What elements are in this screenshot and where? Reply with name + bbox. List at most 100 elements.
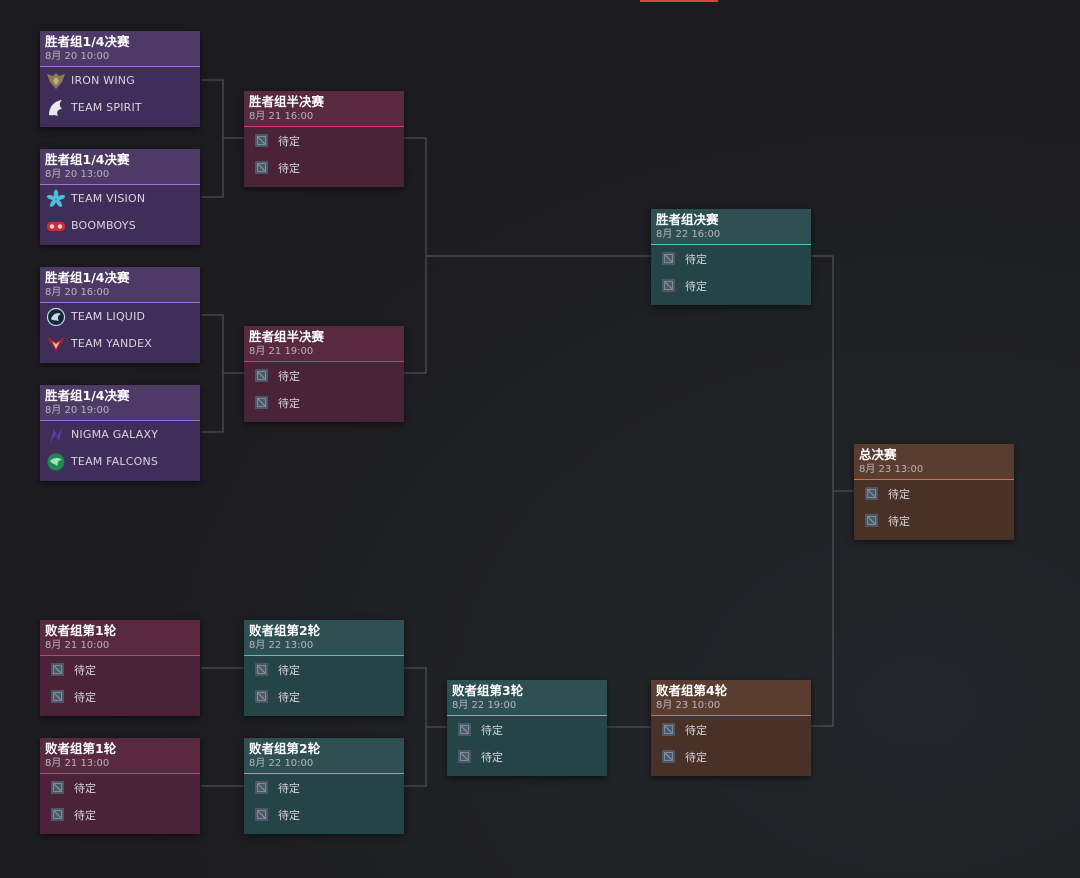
team-name: 待定: [278, 161, 300, 175]
team-slot[interactable]: TEAM YANDEX: [40, 330, 200, 357]
team-slot[interactable]: 待定: [244, 389, 404, 416]
team-name: 待定: [278, 781, 300, 795]
team-liquid-logo-icon: [46, 307, 66, 327]
team-name: 待定: [278, 396, 300, 410]
match-winners-final[interactable]: 胜者组决赛 8月 22 16:00 待定 待定: [651, 209, 811, 305]
team-slot[interactable]: 待定: [40, 774, 200, 801]
tbd-placeholder-icon: [51, 690, 64, 703]
match-title: 胜者组1/4决赛: [45, 152, 130, 167]
tbd-placeholder-icon: [865, 487, 878, 500]
match-time: 8月 23 13:00: [859, 464, 924, 475]
team-name: 待定: [685, 723, 707, 737]
tbd-placeholder-icon: [51, 808, 64, 821]
team-slot[interactable]: 待定: [651, 272, 811, 299]
tbd-placeholder-icon: [662, 252, 675, 265]
match-header: 胜者组1/4决赛 8月 20 16:00: [40, 267, 200, 303]
team-slot[interactable]: 待定: [854, 507, 1014, 534]
top-accent-bar: [640, 0, 718, 2]
team-slot[interactable]: 待定: [40, 656, 200, 683]
team-slot[interactable]: TEAM FALCONS: [40, 448, 200, 475]
team-slot[interactable]: TEAM SPIRIT: [40, 94, 200, 121]
team-slot[interactable]: 待定: [40, 801, 200, 828]
match-header: 总决赛 8月 23 13:00: [854, 444, 1014, 480]
match-title: 败者组第2轮: [249, 741, 321, 756]
team-name: TEAM YANDEX: [71, 337, 152, 350]
team-name: 待定: [481, 723, 503, 737]
team-slot[interactable]: 待定: [244, 127, 404, 154]
match-header: 胜者组1/4决赛 8月 20 13:00: [40, 149, 200, 185]
match-winners-sf-1[interactable]: 胜者组半决赛 8月 21 16:00 待定 待定: [244, 91, 404, 187]
team-name: 待定: [685, 750, 707, 764]
match-winners-qf-1[interactable]: 胜者组1/4决赛 8月 20 10:00 IRON WING TEAM SPIR…: [40, 31, 200, 127]
match-title: 败者组第4轮: [656, 683, 728, 698]
match-time: 8月 22 10:00: [249, 758, 314, 769]
match-header: 败者组第1轮 8月 21 10:00: [40, 620, 200, 656]
team-name: NIGMA GALAXY: [71, 428, 159, 441]
match-title: 败者组第2轮: [249, 623, 321, 638]
team-slot[interactable]: 待定: [244, 774, 404, 801]
match-time: 8月 20 16:00: [45, 287, 110, 298]
team-slot[interactable]: 待定: [244, 683, 404, 710]
match-winners-qf-4[interactable]: 胜者组1/4决赛 8月 20 19:00 NIGMA GALAXY TEAM F…: [40, 385, 200, 481]
connector-lr2-lr3: [404, 667, 447, 787]
connector-wqf3-wsf2: [201, 314, 244, 433]
match-winners-qf-3[interactable]: 胜者组1/4决赛 8月 20 16:00 TEAM LIQUID TEAM YA…: [40, 267, 200, 363]
team-name: BOOMBOYS: [71, 219, 136, 232]
match-title: 胜者组半决赛: [249, 94, 325, 109]
team-name: 待定: [278, 690, 300, 704]
tbd-placeholder-icon: [458, 723, 471, 736]
team-slot[interactable]: 待定: [244, 801, 404, 828]
team-name: 待定: [74, 808, 96, 822]
match-time: 8月 23 10:00: [656, 700, 721, 711]
team-name: 待定: [481, 750, 503, 764]
team-slot[interactable]: 待定: [651, 245, 811, 272]
team-slot[interactable]: 待定: [447, 716, 607, 743]
team-slot[interactable]: NIGMA GALAXY: [40, 421, 200, 448]
tbd-placeholder-icon: [255, 134, 268, 147]
team-name: 待定: [278, 663, 300, 677]
team-slot[interactable]: 待定: [244, 656, 404, 683]
tbd-placeholder-icon: [51, 663, 64, 676]
team-vision-logo-icon: [46, 189, 66, 209]
team-name: TEAM VISION: [71, 192, 146, 205]
match-time: 8月 20 10:00: [45, 51, 110, 62]
tbd-placeholder-icon: [662, 279, 675, 292]
match-title: 胜者组1/4决赛: [45, 388, 130, 403]
match-losers-r3[interactable]: 败者组第3轮 8月 22 19:00 待定 待定: [447, 680, 607, 776]
match-losers-r2-b[interactable]: 败者组第2轮 8月 22 10:00 待定 待定: [244, 738, 404, 834]
match-losers-r1-a[interactable]: 败者组第1轮 8月 21 10:00 待定 待定: [40, 620, 200, 716]
team-slot[interactable]: 待定: [447, 743, 607, 770]
match-header: 胜者组1/4决赛 8月 20 19:00: [40, 385, 200, 421]
match-title: 败者组第1轮: [45, 623, 117, 638]
match-header: 胜者组决赛 8月 22 16:00: [651, 209, 811, 245]
team-slot[interactable]: TEAM VISION: [40, 185, 200, 212]
match-time: 8月 20 13:00: [45, 169, 110, 180]
team-slot[interactable]: 待定: [244, 154, 404, 181]
match-winners-qf-2[interactable]: 胜者组1/4决赛 8月 20 13:00 TEAM VISION BOOMBOY…: [40, 149, 200, 245]
match-losers-r2-a[interactable]: 败者组第2轮 8月 22 13:00 待定 待定: [244, 620, 404, 716]
team-slot[interactable]: 待定: [651, 716, 811, 743]
team-slot[interactable]: 待定: [244, 362, 404, 389]
nigma-galaxy-logo-icon: [46, 425, 66, 445]
iron-wing-logo-icon: [46, 71, 66, 91]
team-slot[interactable]: 待定: [40, 683, 200, 710]
match-losers-r4[interactable]: 败者组第4轮 8月 23 10:00 待定 待定: [651, 680, 811, 776]
match-header: 败者组第4轮 8月 23 10:00: [651, 680, 811, 716]
match-grand-final[interactable]: 总决赛 8月 23 13:00 待定 待定: [854, 444, 1014, 540]
match-time: 8月 22 19:00: [452, 700, 517, 711]
match-winners-sf-2[interactable]: 胜者组半决赛 8月 21 19:00 待定 待定: [244, 326, 404, 422]
team-slot[interactable]: 待定: [651, 743, 811, 770]
match-time: 8月 21 13:00: [45, 758, 110, 769]
team-slot[interactable]: 待定: [854, 480, 1014, 507]
match-header: 败者组第1轮 8月 21 13:00: [40, 738, 200, 774]
match-header: 败者组第3轮 8月 22 19:00: [447, 680, 607, 716]
match-header: 胜者组半决赛 8月 21 19:00: [244, 326, 404, 362]
tbd-placeholder-icon: [255, 369, 268, 382]
tbd-placeholder-icon: [662, 750, 675, 763]
team-slot[interactable]: BOOMBOYS: [40, 212, 200, 239]
match-time: 8月 22 16:00: [656, 229, 721, 240]
team-slot[interactable]: TEAM LIQUID: [40, 303, 200, 330]
team-slot[interactable]: IRON WING: [40, 67, 200, 94]
team-name: 待定: [74, 663, 96, 677]
match-losers-r1-b[interactable]: 败者组第1轮 8月 21 13:00 待定 待定: [40, 738, 200, 834]
